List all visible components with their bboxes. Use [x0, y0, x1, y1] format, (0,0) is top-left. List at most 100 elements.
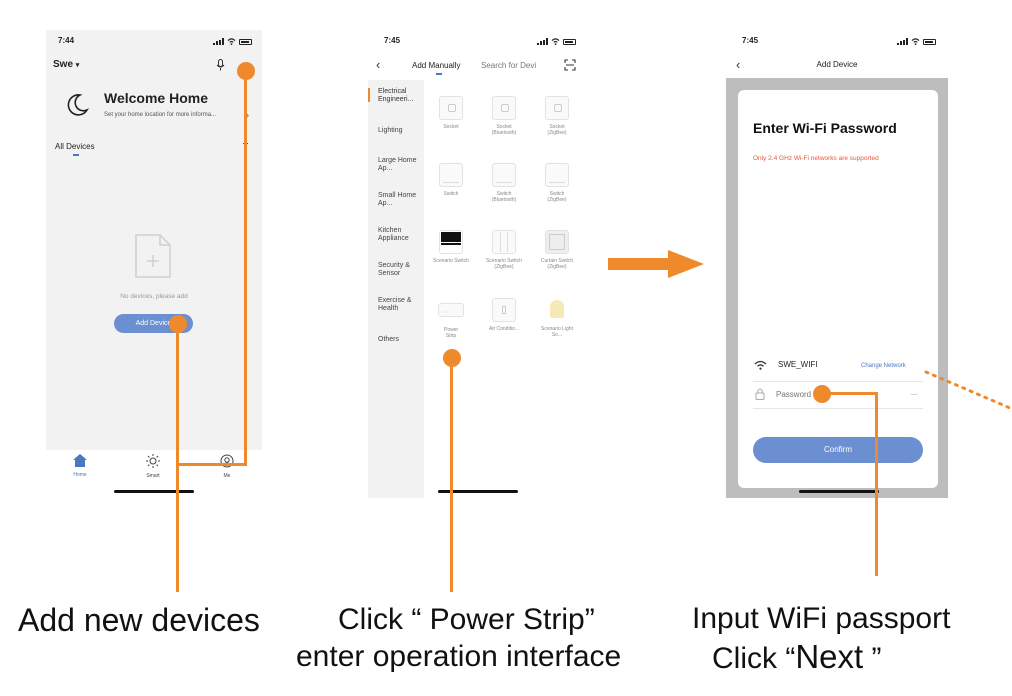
device-label: Air Conditio... [489, 326, 520, 332]
device-switch-zigbee[interactable]: Switch (ZigBee) [532, 163, 582, 203]
welcome-title: Welcome Home [104, 90, 208, 106]
change-network-link[interactable]: Change Network [861, 363, 906, 369]
device-label: Switch [443, 191, 459, 197]
air-conditioner-icon [492, 298, 516, 322]
scenario-switch-icon [439, 230, 463, 254]
category-lighting[interactable]: Lighting [378, 127, 403, 134]
nav-home[interactable]: Home [68, 454, 92, 478]
power-strip-icon: :::: [438, 303, 464, 317]
phone-screen-add-manually: 7:45 ‹ Add Manually Search for Devi Elec… [368, 30, 588, 498]
annotation-line [176, 324, 179, 592]
battery-icon [563, 38, 576, 45]
modal-backdrop: Enter Wi-Fi Password Only 2.4 GHz Wi-Fi … [726, 78, 948, 498]
tab-indicator [73, 154, 79, 156]
device-curtain-switch[interactable]: Curtain Switch (ZigBee) [532, 230, 582, 270]
nav-home-label: Home [73, 472, 87, 478]
device-label: Scenario Light So... [541, 326, 573, 338]
device-air-conditioner[interactable]: Air Conditio... [479, 298, 529, 332]
device-scenario-switch[interactable]: Scenario Switch [426, 230, 476, 264]
back-icon[interactable]: ‹ [736, 57, 741, 72]
annotation-line [822, 392, 878, 395]
annotation-line [178, 463, 247, 466]
device-label: Power Strip [444, 327, 459, 339]
header-title: Add Device [816, 60, 858, 69]
home-indicator [438, 490, 518, 493]
wifi-card: Enter Wi-Fi Password Only 2.4 GHz Wi-Fi … [738, 90, 938, 488]
all-devices-tab[interactable]: All Devices [55, 142, 95, 156]
category-electrical[interactable]: Electrical Engineeri... [378, 88, 414, 103]
device-power-strip[interactable]: :::: Power Strip [426, 298, 476, 339]
device-sublabel: (ZigBee) [494, 264, 514, 270]
wifi-network-icon [754, 360, 767, 370]
chevron-down-icon: ▾ [75, 62, 80, 69]
eye-icon[interactable]: ‿ [911, 386, 918, 395]
device-socket-zigbee[interactable]: Socket (ZigBee) [532, 96, 582, 136]
status-bar: 7:44 [46, 36, 262, 48]
category-kitchen[interactable]: Kitchen Appliance [378, 227, 409, 242]
device-scenario-light[interactable]: Scenario Light So... [532, 298, 582, 338]
tab-indicator [436, 73, 442, 75]
status-time: 7:45 [742, 36, 759, 45]
phone-screen-wifi-password: 7:45 ‹ Add Device Enter Wi-Fi Password O… [726, 30, 948, 498]
divider [753, 408, 923, 409]
scan-icon[interactable] [564, 59, 576, 71]
category-security[interactable]: Security & Sensor [378, 262, 410, 277]
category-small-home[interactable]: Small Home Ap... [378, 192, 417, 207]
tab-add-manually[interactable]: Add Manually [412, 61, 460, 75]
bottom-nav: Home Smart Me [46, 450, 262, 498]
caption-wifi-line2: Click “Next ” [712, 638, 882, 676]
device-label: Scenario Switch [433, 258, 469, 264]
home-indicator [799, 490, 879, 493]
device-label: Socket [496, 124, 512, 130]
welcome-subtitle[interactable]: Set your home location for more informa.… [104, 112, 217, 118]
caption-power-strip-line1: Click “ Power Strip” [338, 603, 595, 636]
socket-icon [492, 96, 516, 120]
device-label: Socket [549, 124, 565, 130]
device-socket[interactable]: Socket [426, 96, 476, 130]
device-socket-bluetooth[interactable]: Socket (Bluetooth) [479, 96, 529, 136]
caption-wifi-line1: Input WiFi passport [692, 602, 951, 635]
category-others[interactable]: Others [378, 336, 400, 343]
socket-icon [439, 96, 463, 120]
device-sublabel: (ZigBee) [547, 264, 567, 270]
confirm-button[interactable]: Confirm [753, 437, 923, 463]
device-sublabel: (Bluetooth) [491, 197, 517, 203]
device-sublabel: (ZigBee) [547, 197, 567, 203]
annotation-dot [237, 62, 255, 80]
category-active-indicator [368, 88, 370, 102]
nav-me-label: Me [223, 473, 231, 479]
tab-add-manually-label: Add Manually [412, 61, 461, 70]
device-sublabel: (Bluetooth) [491, 130, 517, 136]
caption-click-suffix: ” [863, 642, 882, 675]
device-scenario-switch-zigbee[interactable]: Scenario Switch (ZigBee) [479, 230, 529, 270]
status-bar: 7:45 [368, 36, 588, 48]
device-label: Scenario Switch [486, 258, 522, 264]
tab-search-devices[interactable]: Search for Devi [481, 61, 537, 70]
device-switch-bluetooth[interactable]: Switch (Bluetooth) [479, 163, 529, 203]
phone-screen-home: 7:44 Swe ▾ Welcome Home Set your home lo… [46, 30, 262, 498]
status-icons [897, 38, 936, 45]
socket-icon [545, 96, 569, 120]
caption-add-new-devices: Add new devices [18, 602, 260, 638]
status-time: 7:44 [58, 36, 75, 45]
category-large-home[interactable]: Large Home Ap... [378, 157, 417, 172]
home-selector[interactable]: Swe ▾ [53, 59, 79, 70]
annotation-line [244, 70, 247, 466]
device-label: Switch [549, 191, 565, 197]
microphone-icon[interactable] [216, 59, 225, 71]
nav-me[interactable]: Me [215, 454, 239, 479]
caption-power-strip-line2: enter operation interface [296, 640, 622, 673]
add-file-icon [135, 234, 171, 278]
device-sublabel: (ZigBee) [547, 130, 567, 136]
category-exercise[interactable]: Exercise & Health [378, 297, 412, 312]
nav-smart[interactable]: Smart [141, 454, 165, 479]
switch-icon [439, 163, 463, 187]
device-switch[interactable]: Switch [426, 163, 476, 197]
dotted-annotation-line [924, 370, 1012, 410]
device-label: Socket [443, 124, 459, 130]
wifi-icon [551, 38, 560, 45]
chevron-right-icon: › [246, 110, 249, 120]
category-sidebar: Electrical Engineeri... Lighting Large H… [368, 80, 424, 498]
annotation-dot [813, 385, 831, 403]
back-icon[interactable]: ‹ [376, 57, 381, 72]
